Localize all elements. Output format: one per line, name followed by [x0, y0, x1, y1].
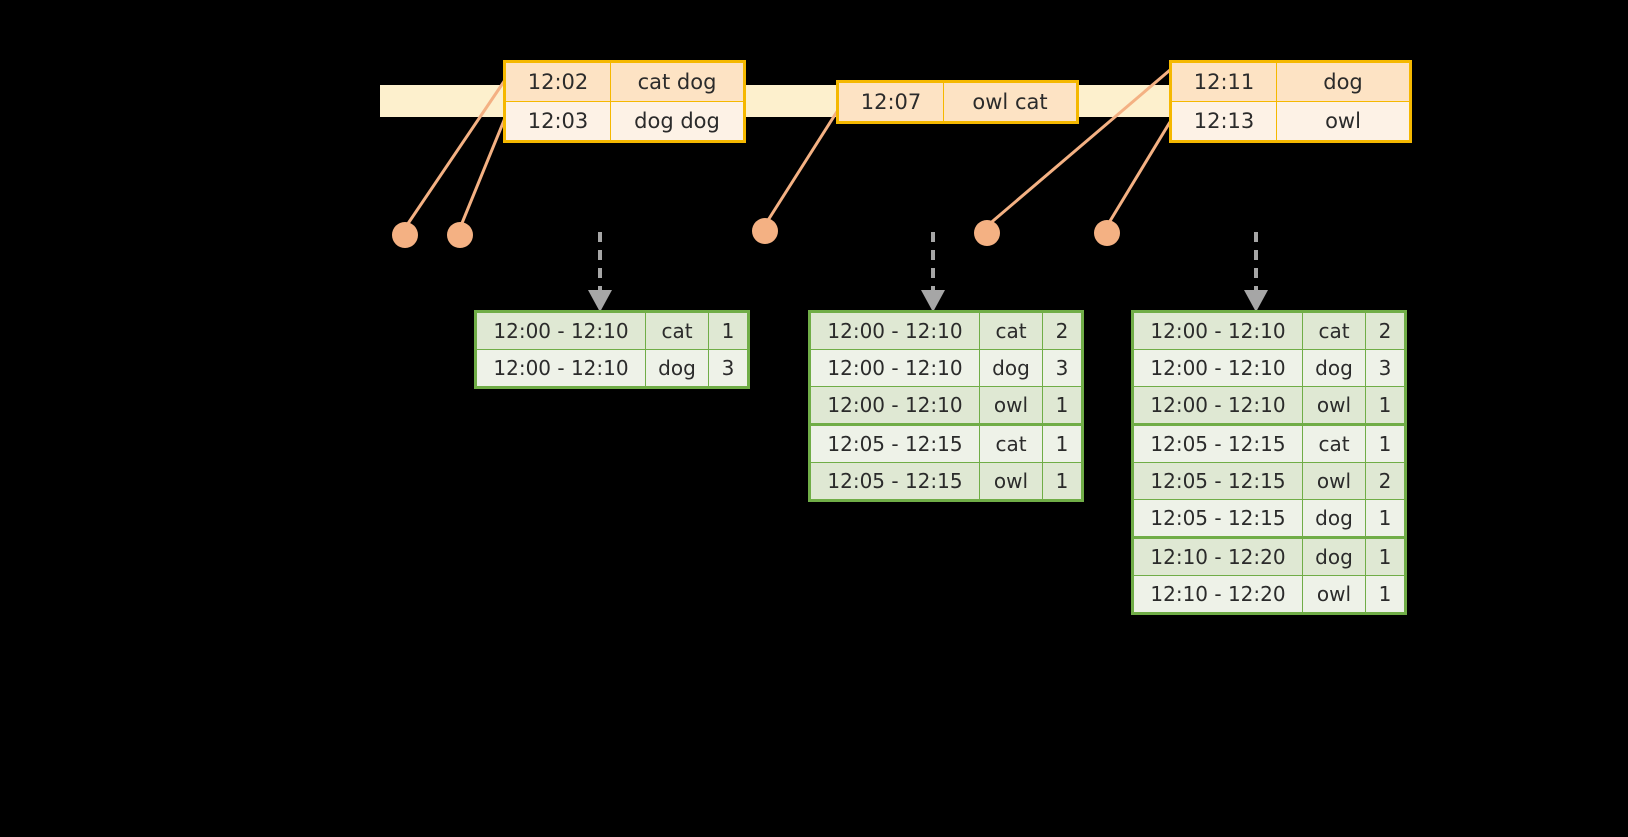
result-word: dog	[979, 349, 1043, 387]
result-window: 12:10 - 12:20	[1132, 575, 1303, 614]
event-box-2: 12:07 owl cat	[836, 80, 1079, 124]
result-window: 12:00 - 12:10	[1132, 349, 1303, 387]
result-word: dog	[645, 349, 709, 388]
result-window: 12:00 - 12:10	[1132, 311, 1303, 350]
event-time: 12:03	[504, 101, 611, 142]
event-box-1: 12:02 cat dog 12:03 dog dog	[503, 60, 746, 143]
flow-arrowheads	[588, 290, 1268, 312]
event-words: owl	[1276, 101, 1411, 142]
connector-line-5	[1105, 121, 1172, 227]
result-window: 12:00 - 12:10	[475, 349, 646, 388]
result-count: 1	[1365, 499, 1406, 539]
result-window: 12:00 - 12:10	[809, 349, 980, 387]
event-time: 12:13	[1170, 101, 1277, 142]
result-count: 1	[1365, 575, 1406, 614]
result-count: 3	[1365, 349, 1406, 387]
result-count: 2	[1042, 311, 1083, 350]
result-window: 12:10 - 12:20	[1132, 537, 1303, 576]
event-time: 12:02	[504, 61, 611, 102]
result-count: 1	[1365, 424, 1406, 463]
connector-dot-5	[1094, 220, 1120, 246]
event-words: owl cat	[943, 81, 1078, 123]
event-words: dog	[1276, 61, 1411, 102]
result-count: 1	[1365, 537, 1406, 576]
result-word: cat	[1302, 424, 1366, 463]
result-word: dog	[1302, 349, 1366, 387]
result-word: cat	[979, 424, 1043, 463]
flow-arrowhead-1	[588, 290, 612, 312]
event-box-3: 12:11 dog 12:13 owl	[1169, 60, 1412, 143]
result-count: 2	[1365, 462, 1406, 500]
result-count: 3	[708, 349, 749, 388]
result-word: owl	[1302, 462, 1366, 500]
result-word: owl	[979, 462, 1043, 501]
result-word: cat	[979, 311, 1043, 350]
event-words: cat dog	[610, 61, 745, 102]
result-count: 1	[1042, 386, 1083, 426]
result-window: 12:05 - 12:15	[809, 424, 980, 463]
result-window: 12:00 - 12:10	[809, 311, 980, 350]
result-window: 12:00 - 12:10	[475, 311, 646, 350]
event-words: dog dog	[610, 101, 745, 142]
result-window: 12:00 - 12:10	[1132, 386, 1303, 426]
result-window: 12:05 - 12:15	[1132, 462, 1303, 500]
result-count: 1	[708, 311, 749, 350]
event-row: 12:03 dog dog	[504, 101, 745, 142]
result-count: 3	[1042, 349, 1083, 387]
flow-arrowhead-3	[1244, 290, 1268, 312]
result-window: 12:05 - 12:15	[1132, 499, 1303, 539]
connector-line-2	[458, 117, 507, 229]
result-count: 1	[1042, 424, 1083, 463]
result-window: 12:00 - 12:10	[809, 386, 980, 426]
connector-dot-2	[447, 222, 473, 248]
connector-dot-1	[392, 222, 418, 248]
event-time: 12:07	[837, 81, 944, 123]
flow-arrowhead-2	[921, 290, 945, 312]
result-word: dog	[1302, 537, 1366, 576]
event-row: 12:11 dog	[1170, 61, 1411, 102]
result-window: 12:05 - 12:15	[809, 462, 980, 501]
result-count: 1	[1365, 386, 1406, 426]
event-row: 12:13 owl	[1170, 101, 1411, 142]
event-row: 12:02 cat dog	[504, 61, 745, 102]
event-row: 12:07 owl cat	[837, 81, 1078, 123]
result-window: 12:05 - 12:15	[1132, 424, 1303, 463]
result-word: cat	[645, 311, 709, 350]
flow-arrows	[598, 232, 1258, 292]
connector-dot-3	[752, 218, 778, 244]
result-word: owl	[1302, 386, 1366, 426]
result-count: 2	[1365, 311, 1406, 350]
result-word: owl	[979, 386, 1043, 426]
result-count: 1	[1042, 462, 1083, 501]
connector-line-3	[763, 109, 840, 226]
result-word: cat	[1302, 311, 1366, 350]
event-time: 12:11	[1170, 61, 1277, 102]
connector-dot-4	[974, 220, 1000, 246]
result-word: dog	[1302, 499, 1366, 539]
result-word: owl	[1302, 575, 1366, 614]
